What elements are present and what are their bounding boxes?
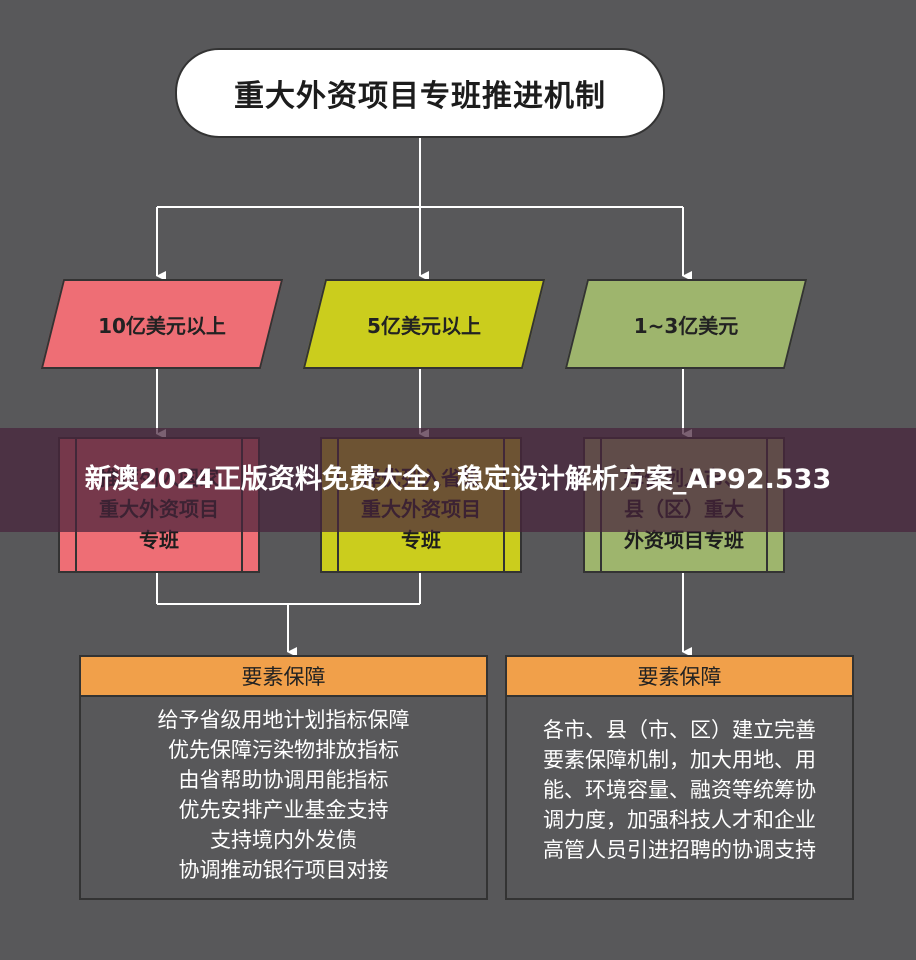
panel-left-line: 协调推动银行项目对接 <box>178 858 389 882</box>
banner-text: 新澳2024正版资料免费大全，稳定设计解析方案_AP92.533 <box>84 464 832 495</box>
panel-left-line: 由省帮助协调用能指标 <box>178 768 389 792</box>
support-panel-left: 要素保障 给予省级用地计划指标保障 优先保障污染物排放指标 由省帮助协调用能指标… <box>79 655 488 900</box>
panel-right-line: 调力度，加强科技人才和企业 <box>543 808 816 832</box>
tier-label-1: 10亿美元以上 <box>98 313 226 338</box>
tier-node-1: 10亿美元以上 <box>52 279 272 369</box>
tier-node-2: 5亿美元以上 <box>314 279 534 369</box>
panel-right-line: 各市、县（市、区）建立完善 <box>543 718 816 742</box>
panel-header-right: 要素保障 <box>507 657 852 697</box>
tier-node-3: 1~3亿美元 <box>576 279 796 369</box>
tier-label-2: 5亿美元以上 <box>367 313 481 338</box>
panel-left-line: 优先安排产业基金支持 <box>178 798 389 822</box>
root-node: 重大外资项目专班推进机制 <box>175 48 665 138</box>
panel-right-line: 能、环境容量、融资等统筹协 <box>543 778 816 802</box>
panel-left-line: 优先保障污染物排放指标 <box>168 738 399 762</box>
panel-left-line: 给予省级用地计划指标保障 <box>157 708 410 732</box>
panel-right-line: 要素保障机制，加大用地、用 <box>543 748 816 772</box>
panel-right-line: 高管人员引进招聘的协调支持 <box>543 838 816 862</box>
tier-label-3: 1~3亿美元 <box>633 313 739 338</box>
overlay-banner: 新澳2024正版资料免费大全，稳定设计解析方案_AP92.533 <box>0 428 916 532</box>
support-panel-right: 要素保障 各市、县（市、区）建立完善 要素保障机制，加大用地、用 能、环境容量、… <box>505 655 854 900</box>
root-label: 重大外资项目专班推进机制 <box>234 79 606 114</box>
panel-left-line: 支持境内外发债 <box>210 828 357 852</box>
panel-header-left: 要素保障 <box>81 657 486 697</box>
